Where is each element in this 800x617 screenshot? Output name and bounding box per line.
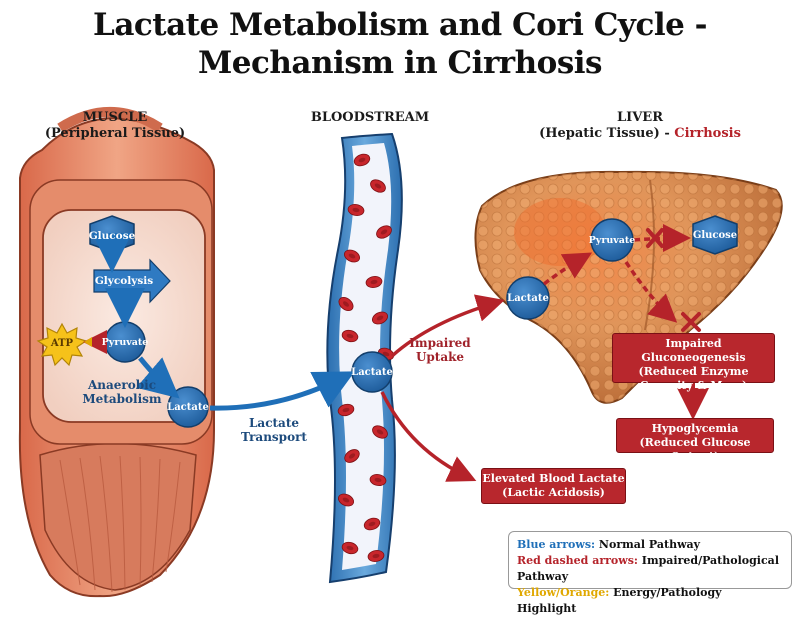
liver-heading-sub-text: (Hepatic Tissue) - xyxy=(539,126,675,141)
impaired-arrows xyxy=(380,224,709,482)
red-blood-cell xyxy=(369,474,387,486)
legend-impaired-value: Impaired/Pathological Pathway xyxy=(517,554,779,583)
red-blood-cell xyxy=(363,517,381,531)
impaired-gluconeogenesis-box: Impaired Gluconeogenesis (Reduced Enzyme… xyxy=(612,333,775,392)
red-blood-cell xyxy=(376,225,392,239)
red-blood-cell xyxy=(341,329,359,343)
gluconeo-line-2: (Reduced Enzyme xyxy=(638,365,749,378)
title-line-2: Mechanism in Cirrhosis xyxy=(197,45,603,81)
liver-heading-sub: (Hepatic Tissue) - Cirrhosis xyxy=(520,126,760,142)
impaired-uptake-label: Impaired Uptake xyxy=(400,336,480,364)
bloodstream-heading-name: BLOODSTREAM xyxy=(310,110,430,125)
muscle-pyruvate-label: Pyruvate xyxy=(101,337,149,348)
legend-energy-key: Yellow/Orange: xyxy=(517,586,610,599)
diagram-title: Lactate Metabolism and Cori Cycle - Mech… xyxy=(0,6,800,82)
liver-heading: LIVER (Hepatic Tissue) - Cirrhosis xyxy=(520,110,760,142)
anaerobic-line-2: Metabolism xyxy=(82,392,162,406)
hypo-line-1: Hypoglycemia xyxy=(651,422,739,435)
muscle-heading-sub: (Peripheral Tissue) xyxy=(44,126,186,141)
blocked-markers xyxy=(646,228,701,332)
red-blood-cell xyxy=(344,449,360,463)
diagram-artwork xyxy=(18,107,783,598)
red-blood-cell xyxy=(343,249,361,263)
anaerobic-line-1: Anaerobic xyxy=(87,378,157,392)
lactate-transport-label: Lactate Transport xyxy=(232,416,316,444)
diagram-stage: Lactate Metabolism and Cori Cycle - Mech… xyxy=(0,6,800,615)
red-blood-cell xyxy=(365,276,383,288)
red-blood-cell xyxy=(337,493,355,507)
gluconeo-line-3: Capacity & Mass) xyxy=(639,379,748,392)
elevated-line-2: (Lactic Acidosis) xyxy=(502,486,605,499)
muscle-heading: MUSCLE (Peripheral Tissue) xyxy=(40,110,190,142)
red-blood-cell xyxy=(371,311,389,325)
legend-normal-value: Normal Pathway xyxy=(595,538,701,551)
atp-label: ATP xyxy=(50,338,74,349)
red-blood-cell xyxy=(372,425,388,439)
atp-arrowhead xyxy=(84,337,92,347)
uptake-line-1: Impaired xyxy=(409,336,471,350)
node-shapes xyxy=(89,215,738,428)
muscle-lactate-label: Lactate xyxy=(167,402,209,413)
title-line-1: Lactate Metabolism and Cori Cycle - xyxy=(93,7,707,43)
red-blood-cell xyxy=(353,153,371,167)
gluconeo-line-1: Impaired Gluconeogenesis xyxy=(641,337,746,364)
bloodstream-heading: BLOODSTREAM xyxy=(305,110,435,126)
red-blood-cell xyxy=(347,204,365,216)
glycolysis-label: Glycolysis xyxy=(94,275,154,287)
muscle-heading-name: MUSCLE xyxy=(82,110,148,125)
muscle-glucose-label: Glucose xyxy=(88,230,136,242)
legend-impaired-key: Red dashed arrows: xyxy=(517,554,638,567)
red-blood-cell xyxy=(367,550,385,562)
cirrhosis-label: Cirrhosis xyxy=(674,126,741,141)
hypo-line-2: (Reduced Glucose Output) xyxy=(639,436,751,463)
liver-pyruvate-label: Pyruvate xyxy=(588,235,636,246)
liver-heading-name: LIVER xyxy=(616,110,664,125)
legend-normal: Blue arrows: Normal Pathway xyxy=(517,537,783,553)
transport-line-1: Lactate xyxy=(248,416,299,430)
red-blood-cell xyxy=(341,541,359,555)
normal-arrows xyxy=(92,233,355,411)
red-blood-cell xyxy=(338,296,354,312)
elevated-lactate-box: Elevated Blood Lactate (Lactic Acidosis) xyxy=(481,468,626,504)
blood-lactate-label: Lactate xyxy=(351,367,393,378)
legend: Blue arrows: Normal Pathway Red dashed a… xyxy=(508,531,792,615)
hypoglycemia-box: Hypoglycemia (Reduced Glucose Output) xyxy=(616,418,774,463)
legend-normal-key: Blue arrows: xyxy=(517,538,596,551)
legend-impaired: Red dashed arrows: Impaired/Pathological… xyxy=(517,553,783,585)
elevated-line-1: Elevated Blood Lactate xyxy=(482,472,625,485)
liver-lactate-label: Lactate xyxy=(507,293,549,304)
transport-line-2: Transport xyxy=(241,430,307,444)
red-blood-cell xyxy=(370,179,386,193)
anaerobic-label: Anaerobic Metabolism xyxy=(72,378,172,406)
legend-energy: Yellow/Orange: Energy/Pathology Highligh… xyxy=(517,585,783,617)
liver-glucose-label: Glucose xyxy=(692,230,738,241)
atp-starburst xyxy=(36,322,88,367)
uptake-line-2: Uptake xyxy=(415,350,465,364)
